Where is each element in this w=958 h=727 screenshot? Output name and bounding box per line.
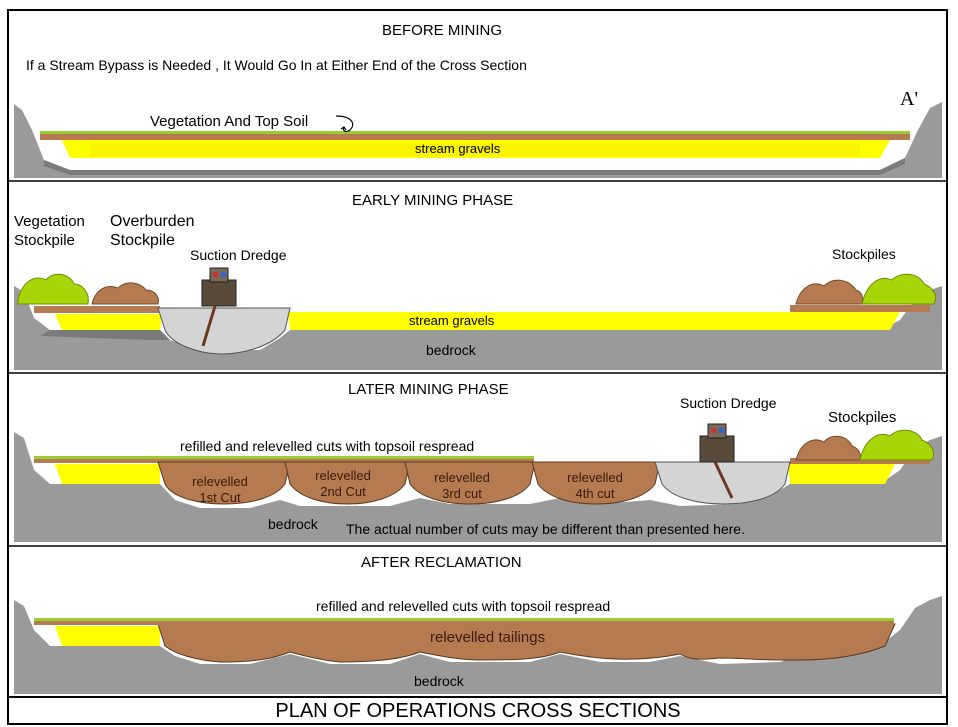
cut-label-3-line-1: relevelled	[434, 470, 490, 485]
overburden-stockpile	[91, 282, 159, 305]
vegetation-stockpile	[17, 273, 89, 305]
early-mining-section	[14, 267, 942, 370]
cut-label-2: relevelled 2nd Cut	[303, 468, 383, 500]
overburden-stockpile-label: Overburden Stockpile	[110, 212, 195, 250]
bedrock	[14, 286, 942, 370]
cut-label-2-line-2: 2nd Cut	[320, 484, 366, 499]
topsoil-layer	[40, 133, 910, 140]
cut-label-1-line-2: 1st Cut	[199, 490, 241, 505]
cut-label-3: relevelled 3rd cut	[422, 470, 502, 502]
diagram-border	[7, 9, 948, 725]
overburden-stockpile	[795, 435, 861, 461]
stream-gravels-label: stream gravels	[409, 313, 495, 328]
stockpiles-label: Stockpiles	[828, 409, 897, 426]
stream-gravels	[55, 314, 162, 330]
refilled-cuts-label: refilled and relevelled cuts with topsoi…	[180, 438, 475, 454]
bedrock	[14, 596, 942, 694]
bedrock	[14, 432, 942, 542]
stream-gravels	[788, 464, 895, 484]
vegetation-stockpile-line-2: Stockpile	[14, 232, 75, 249]
suction-dredge-icon	[699, 423, 735, 499]
cut-label-1: relevelled 1st Cut	[180, 474, 260, 506]
refilled-cut	[157, 461, 291, 505]
vegetation-layer	[34, 618, 894, 621]
vegetation-layer	[40, 131, 910, 134]
later-mining-section	[14, 423, 942, 542]
refilled-cut	[284, 461, 411, 505]
bedrock-shading	[44, 158, 905, 175]
vegetation-stockpile-label: Vegetation Stockpile	[14, 212, 85, 250]
refilled-cuts-label: refilled and relevelled cuts with topsoi…	[316, 598, 611, 614]
vegetation-stockpile	[859, 429, 935, 461]
vegetation-stockpile	[861, 273, 937, 305]
topsoil-layer	[34, 306, 160, 313]
bedrock-label: bedrock	[268, 516, 318, 532]
gravel-dots	[90, 143, 860, 156]
overburden-stockpile	[795, 279, 864, 305]
suction-dredge-icon	[201, 267, 237, 347]
stream-gravels	[288, 312, 900, 330]
dredge-excavation	[654, 461, 791, 505]
refilled-cut	[404, 461, 536, 505]
topsoil-layer	[790, 305, 930, 312]
after-reclamation-heading: AFTER RECLAMATION	[361, 554, 522, 571]
after-reclamation-section	[14, 596, 942, 694]
early-mining-heading: EARLY MINING PHASE	[352, 192, 514, 209]
diagram-title: PLAN OF OPERATIONS CROSS SECTIONS	[275, 700, 681, 722]
section-marker: A'	[900, 88, 919, 110]
cut-label-3-line-2: 3rd cut	[442, 486, 482, 501]
stream-gravels-label: stream gravels	[415, 141, 501, 156]
stream-gravels	[55, 464, 160, 484]
topsoil-layer	[790, 458, 930, 464]
cut-label-2-line-1: relevelled	[315, 468, 371, 483]
cut-label-4-line-2: 4th cut	[575, 486, 615, 501]
bedrock-shading	[40, 330, 170, 340]
later-mining-heading: LATER MINING PHASE	[348, 381, 509, 398]
refilled-cut	[531, 461, 661, 505]
relevelled-tailings	[157, 623, 896, 663]
dredge-excavation	[157, 307, 291, 355]
cut-label-4-line-1: relevelled	[567, 470, 623, 485]
bedrock-label: bedrock	[414, 673, 464, 689]
stream-gravels	[62, 140, 890, 158]
topsoil-layer	[34, 620, 894, 625]
cut-label-4: relevelled 4th cut	[555, 470, 635, 502]
overburden-stockpile-line-1: Overburden	[110, 213, 195, 230]
vegetation-topsoil-label: Vegetation And Top Soil	[150, 113, 309, 130]
vegetation-stockpile-line-1: Vegetation	[14, 213, 85, 230]
pointer-arrow-icon	[335, 115, 354, 133]
cuts-count-note: The actual number of cuts may be differe…	[346, 521, 745, 537]
vegetation-layer	[34, 456, 534, 459]
overburden-stockpile-line-2: Stockpile	[110, 232, 175, 249]
stockpiles-label: Stockpiles	[832, 246, 896, 262]
dredge-label: Suction Dredge	[680, 395, 777, 411]
before-mining-heading: BEFORE MINING	[382, 22, 503, 39]
topsoil-layer	[34, 458, 534, 463]
stream-gravels	[55, 626, 160, 646]
bedrock-label: bedrock	[426, 342, 476, 358]
relevelled-tailings-label: relevelled tailings	[430, 629, 546, 646]
before-mining-section	[14, 102, 942, 178]
dredge-label: Suction Dredge	[190, 247, 287, 263]
stream-bypass-note: If a Stream Bypass is Needed , It Would …	[26, 57, 527, 73]
cut-label-1-line-1: relevelled	[192, 474, 248, 489]
